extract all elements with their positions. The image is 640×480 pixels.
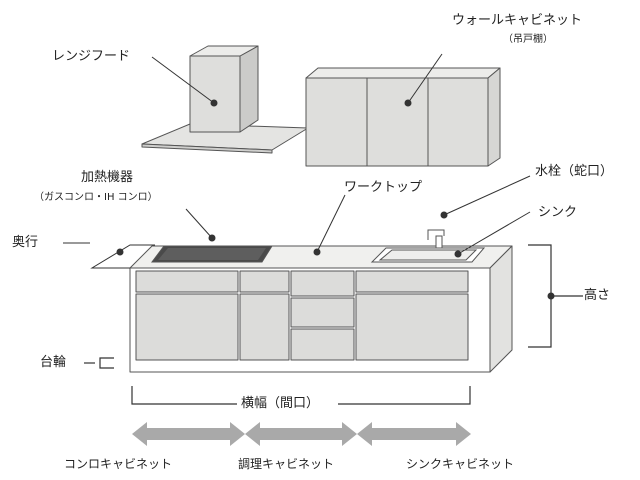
label-heating-appliance: 加熱機器 <box>81 170 134 185</box>
range-hood-shape <box>141 45 309 154</box>
label-worktop: ワークトップ <box>344 180 423 195</box>
label-stove-cabinet: コンロキャビネット <box>64 457 173 471</box>
label-wall-cabinet: ウォールキャビネット <box>452 13 583 28</box>
section-arrows <box>132 422 471 446</box>
label-faucet: 水栓（蛇口） <box>535 164 614 179</box>
width-bracket <box>131 386 471 405</box>
label-sink: シンク <box>538 205 578 220</box>
label-prep-cabinet: 調理キャビネット <box>238 457 335 471</box>
cooktop-shape <box>151 245 273 263</box>
label-width: 横幅（間口） <box>241 396 320 411</box>
label-height: 高さ <box>584 288 611 303</box>
base-cabinet-shape <box>129 245 513 373</box>
leader-lines <box>63 53 531 269</box>
label-depth: 奥行 <box>12 235 39 250</box>
caster-symbol <box>84 357 114 369</box>
label-caster: 台輪 <box>40 355 67 370</box>
faucet-shape <box>427 229 445 249</box>
height-bracket <box>528 244 583 348</box>
label-sink-cabinet: シンクキャビネット <box>406 457 515 471</box>
wall-cabinet-shape <box>305 67 501 167</box>
label-range-hood: レンジフード <box>52 49 131 64</box>
sink-shape <box>370 247 486 263</box>
label-heating-appliance-sub: （ガスコンロ・IH コンロ） <box>34 192 158 203</box>
label-wall-cabinet-sub: （吊戸棚） <box>503 34 553 45</box>
